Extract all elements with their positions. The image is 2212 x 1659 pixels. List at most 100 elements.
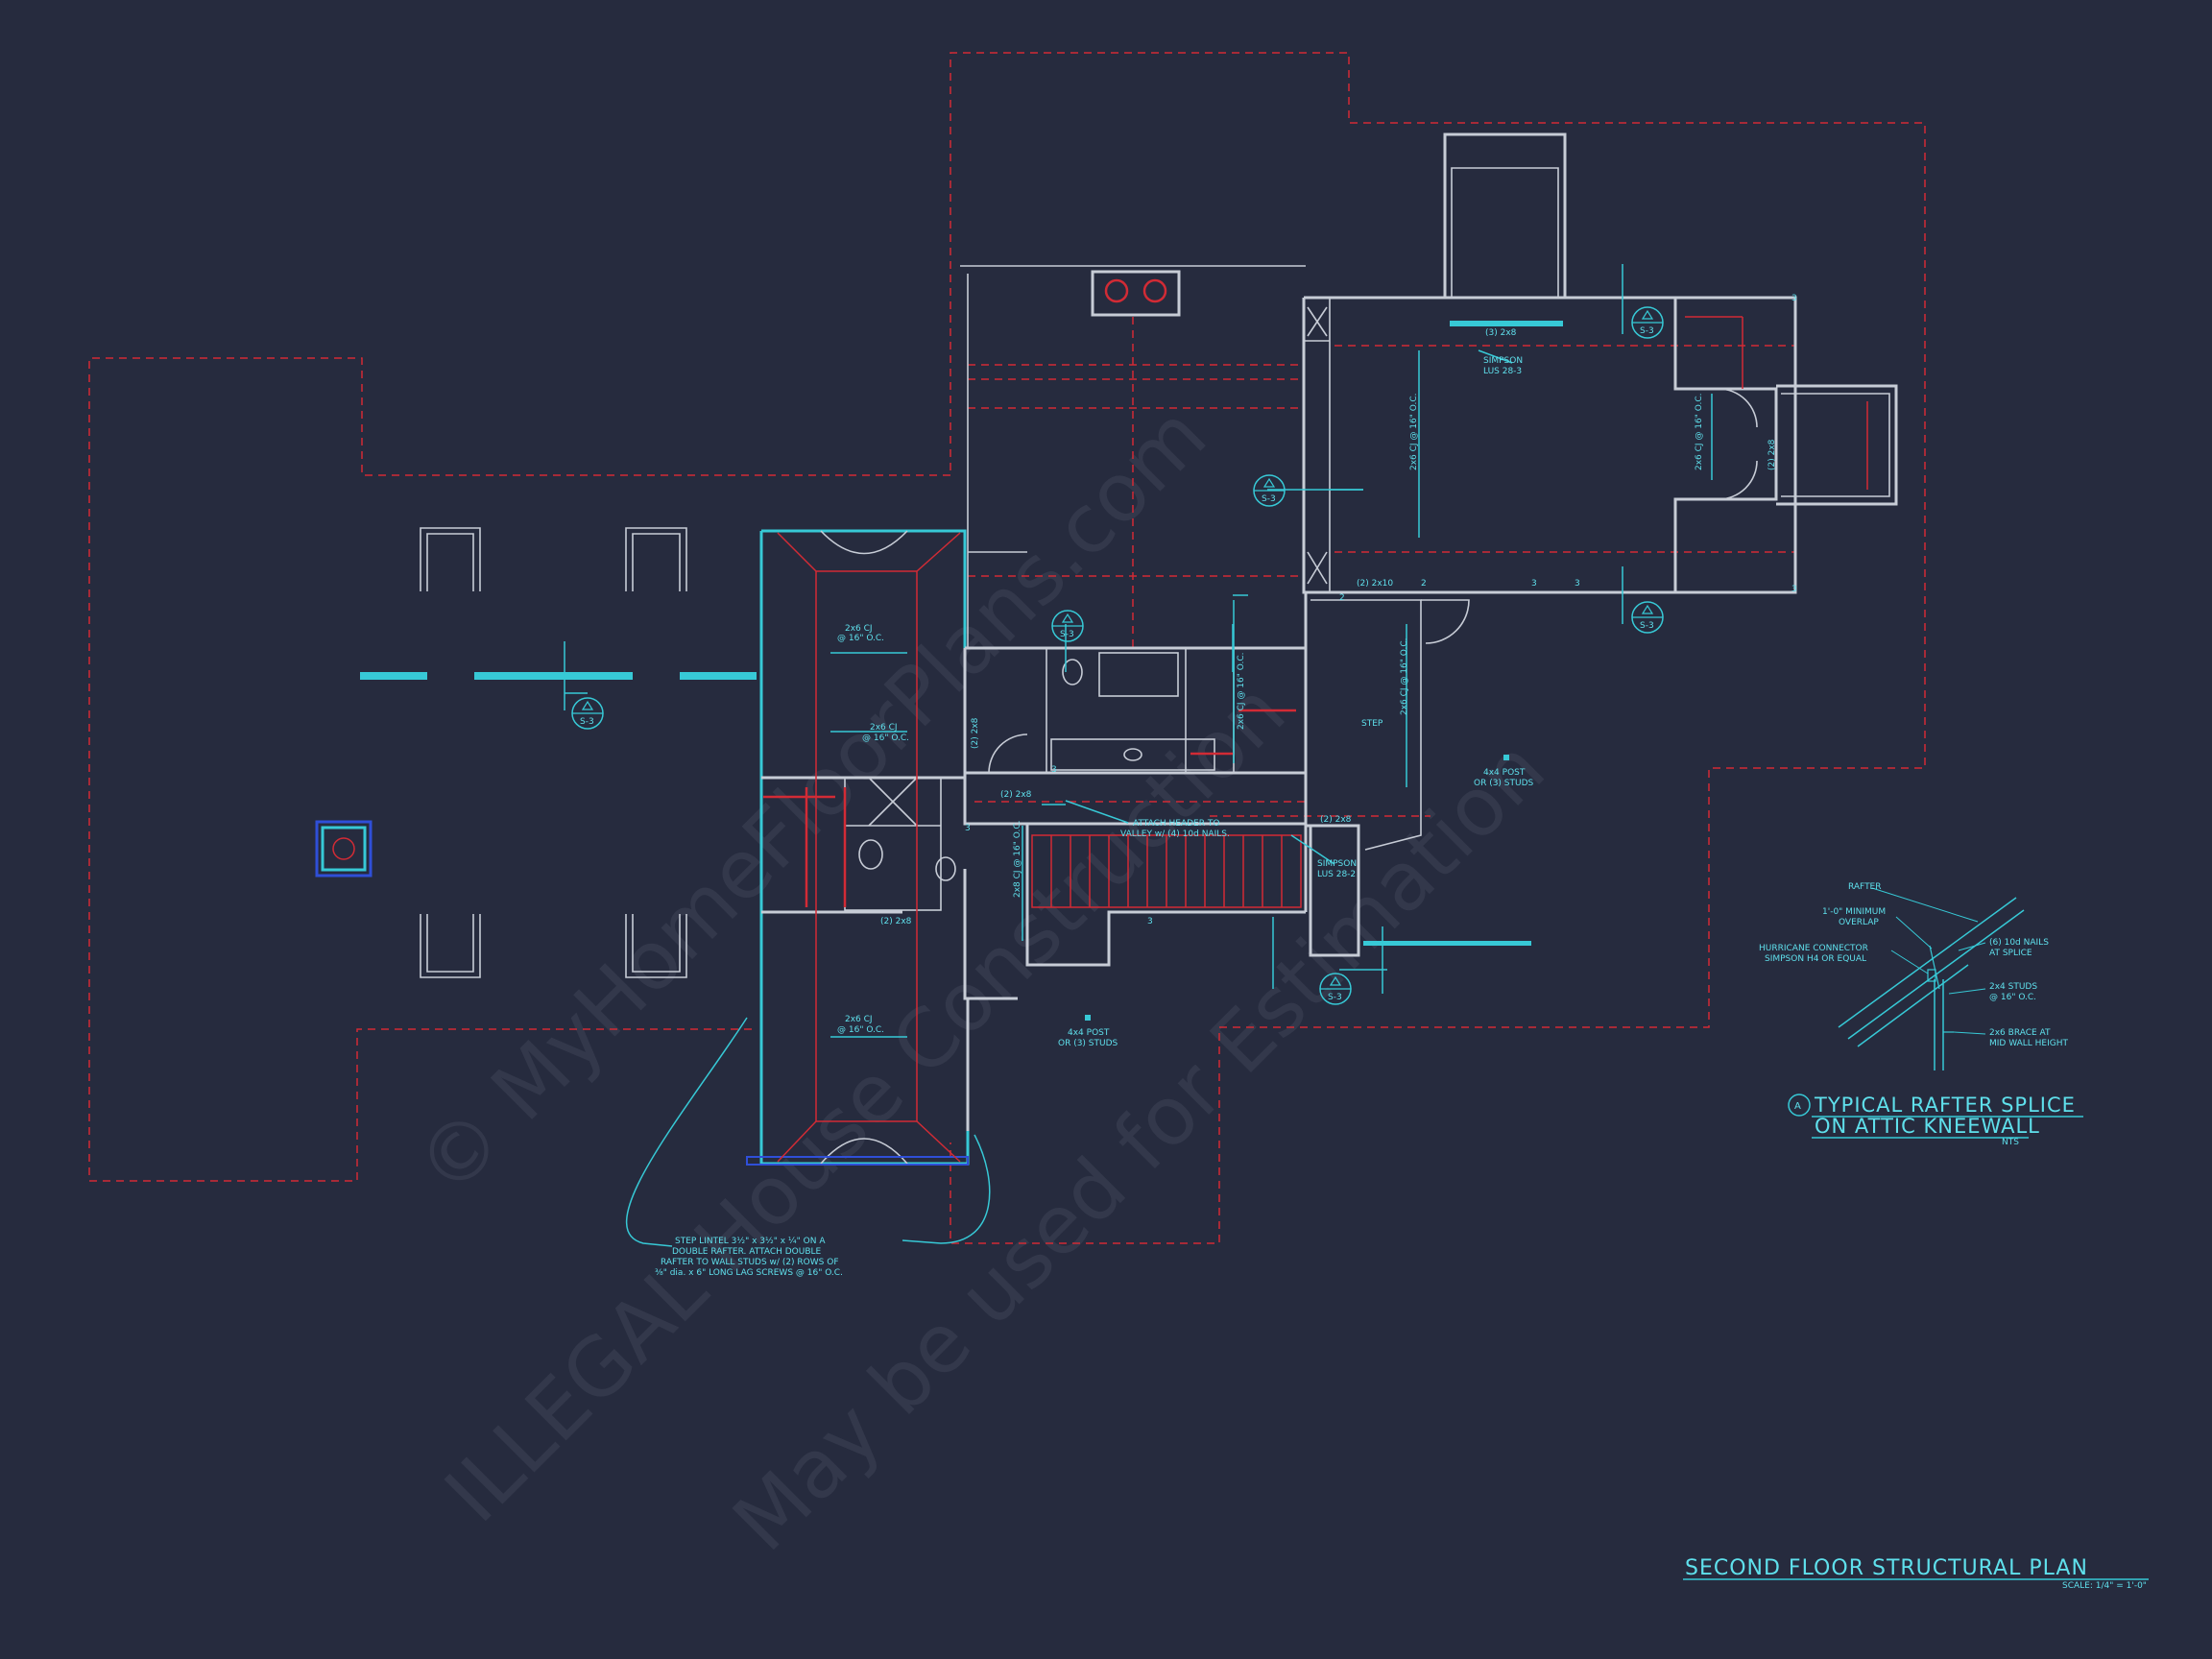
header-note: (2) 2x8 xyxy=(1767,439,1777,470)
detail-title: TYPICAL RAFTER SPLICE xyxy=(1814,1094,2076,1117)
wall-west-bedroom-top xyxy=(761,529,967,648)
section-marker: S-3 xyxy=(1631,306,1664,339)
leader xyxy=(1290,834,1335,865)
header-note: (2) 2x10 xyxy=(1357,579,1393,589)
header-note: (2) 2x8 xyxy=(1320,815,1352,825)
flue-circle xyxy=(1104,278,1129,303)
hip-line xyxy=(916,532,961,572)
toilet xyxy=(858,839,883,870)
column-outline xyxy=(420,527,481,591)
header-attachment-note: ATTACH HEADER TO xyxy=(1133,819,1219,829)
hanger-note: SIMPSON xyxy=(1483,356,1523,366)
porch-beam xyxy=(680,672,757,680)
section-marker: S-3 xyxy=(1631,601,1664,634)
shower-x xyxy=(868,777,918,827)
detail-label-brace: 2x6 BRACE AT xyxy=(1989,1028,2051,1038)
stud-count: 3 xyxy=(1531,579,1537,589)
hanger-note: SIMPSON xyxy=(1317,859,1357,869)
door-swing xyxy=(1718,388,1758,428)
stud-count: 3 xyxy=(1791,294,1797,303)
detail-scale: NTS xyxy=(2002,1138,2019,1147)
leader xyxy=(1478,349,1513,364)
wall-east-closet xyxy=(1673,298,1778,592)
wall-stair xyxy=(1025,824,1306,967)
lintel-note: RAFTER TO WALL STUDS w/ (2) ROWS OF xyxy=(661,1258,839,1267)
section-marker-label: S-3 xyxy=(1262,494,1276,504)
ceiling-joist-note: 2x6 CJ @ 16" O.C. xyxy=(1237,653,1246,730)
detail-label-rafter: RAFTER xyxy=(1848,882,1882,892)
hanger-note: LUS 28-3 xyxy=(1483,367,1522,376)
ceiling-joist-spacing: @ 16" O.C. xyxy=(837,1025,884,1035)
ceiling-joist-note: 2x6 CJ xyxy=(870,723,898,733)
porch-beam xyxy=(474,672,633,680)
leader xyxy=(1958,942,1986,951)
stair-treads xyxy=(1031,834,1302,908)
lintel-note: STEP LINTEL 3½" x 3½" x ¼" ON A xyxy=(675,1237,826,1246)
flue-circle xyxy=(1142,278,1167,303)
stair-landing xyxy=(1306,824,1360,957)
detail-label-overlap: OVERLAP xyxy=(1839,918,1879,927)
splice xyxy=(1929,945,1940,990)
post-marker xyxy=(1503,755,1509,760)
post-marker xyxy=(1085,1015,1091,1021)
bay-window xyxy=(820,530,908,555)
lintel-beam xyxy=(746,1156,969,1166)
header-note: (2) 2x8 xyxy=(1000,790,1032,800)
door-swing xyxy=(1421,599,1470,644)
door-swing xyxy=(988,733,1028,774)
annotations: 2x6 CJ @ 16" O.C. 2x6 CJ @ 16" O.C. 2x6 … xyxy=(655,294,1797,1278)
ceiling-joist-note: 2x6 CJ xyxy=(845,624,873,634)
dormer-north xyxy=(1443,132,1567,298)
watermark: © MyHomeFloorPlans.com ILLEGAL House Con… xyxy=(398,388,1563,1569)
chimney-column xyxy=(315,820,373,878)
column-outline xyxy=(420,914,481,978)
leader xyxy=(1871,887,1979,923)
stud-count: 3 xyxy=(965,824,971,833)
header-beam xyxy=(1450,321,1563,326)
stud-count: 3 xyxy=(1147,917,1153,926)
post-note: 4x4 POST xyxy=(1068,1028,1110,1038)
lintel-note: ⅜" dia. x 6" LONG LAG SCREWS @ 16" O.C. xyxy=(655,1268,843,1278)
lintel-leader xyxy=(625,1017,748,1247)
detail-label-hurricane: SIMPSON H4 OR EQUAL xyxy=(1765,954,1866,964)
bathtub xyxy=(1098,652,1179,697)
section-marker: S-3 xyxy=(1319,973,1352,1005)
ceiling-joist-note: 2x6 CJ @ 16" O.C. xyxy=(1409,394,1419,470)
header-attachment-note: VALLEY w/ (4) 10d NAILS. xyxy=(1120,830,1230,839)
leader xyxy=(1953,1031,1986,1035)
wall-interior xyxy=(963,869,1018,1000)
detail-label-studs: 2x4 STUDS xyxy=(1989,982,2037,992)
detail-label-studs: @ 16" O.C. xyxy=(1989,993,2036,1002)
header-note: (2) 2x8 xyxy=(971,717,980,749)
section-marker: S-3 xyxy=(1051,610,1084,642)
drawing-scale: SCALE: 1/4" = 1'-0" xyxy=(2062,1581,2147,1591)
dormer-east xyxy=(1781,393,1890,497)
roof-outline-west xyxy=(88,357,950,1182)
leader xyxy=(1948,988,1986,995)
stud-count: 3 xyxy=(1575,579,1580,589)
chimney-column xyxy=(321,826,367,872)
column-outline xyxy=(625,914,687,978)
ceiling-joist-note: 2x8 CJ @ 16" O.C. xyxy=(1013,821,1022,898)
leader xyxy=(1890,950,1929,974)
step-note: STEP xyxy=(1361,719,1383,729)
toilet xyxy=(1062,659,1083,685)
closet-x xyxy=(1307,551,1328,585)
header-beam xyxy=(1363,941,1531,946)
section-marker-label: S-3 xyxy=(580,717,594,727)
flue-circle xyxy=(332,837,355,860)
section-markers: S-3 S-3 S-3 S-3 S-3 xyxy=(571,306,1664,1005)
toilet xyxy=(935,856,956,881)
ceiling-joist-spacing: @ 16" O.C. xyxy=(862,733,909,743)
column-outline xyxy=(625,527,687,591)
post-note: OR (3) STUDS xyxy=(1058,1039,1118,1048)
section-marker-label: S-3 xyxy=(1640,621,1654,631)
ceiling-joist-note: 2x6 CJ xyxy=(845,1015,873,1024)
drawing-title-block: SECOND FLOOR STRUCTURAL PLAN SCALE: 1/4"… xyxy=(1683,1556,2149,1591)
rafter-member xyxy=(1857,964,1969,1047)
lintel-note: DOUBLE RAFTER. ATTACH DOUBLE xyxy=(672,1247,822,1257)
hanger-note: LUS 28-2 xyxy=(1317,870,1356,879)
lintel-leader xyxy=(902,1134,991,1244)
wall-east-bedroom xyxy=(1302,296,1797,594)
detail-marker xyxy=(1788,1094,1811,1117)
